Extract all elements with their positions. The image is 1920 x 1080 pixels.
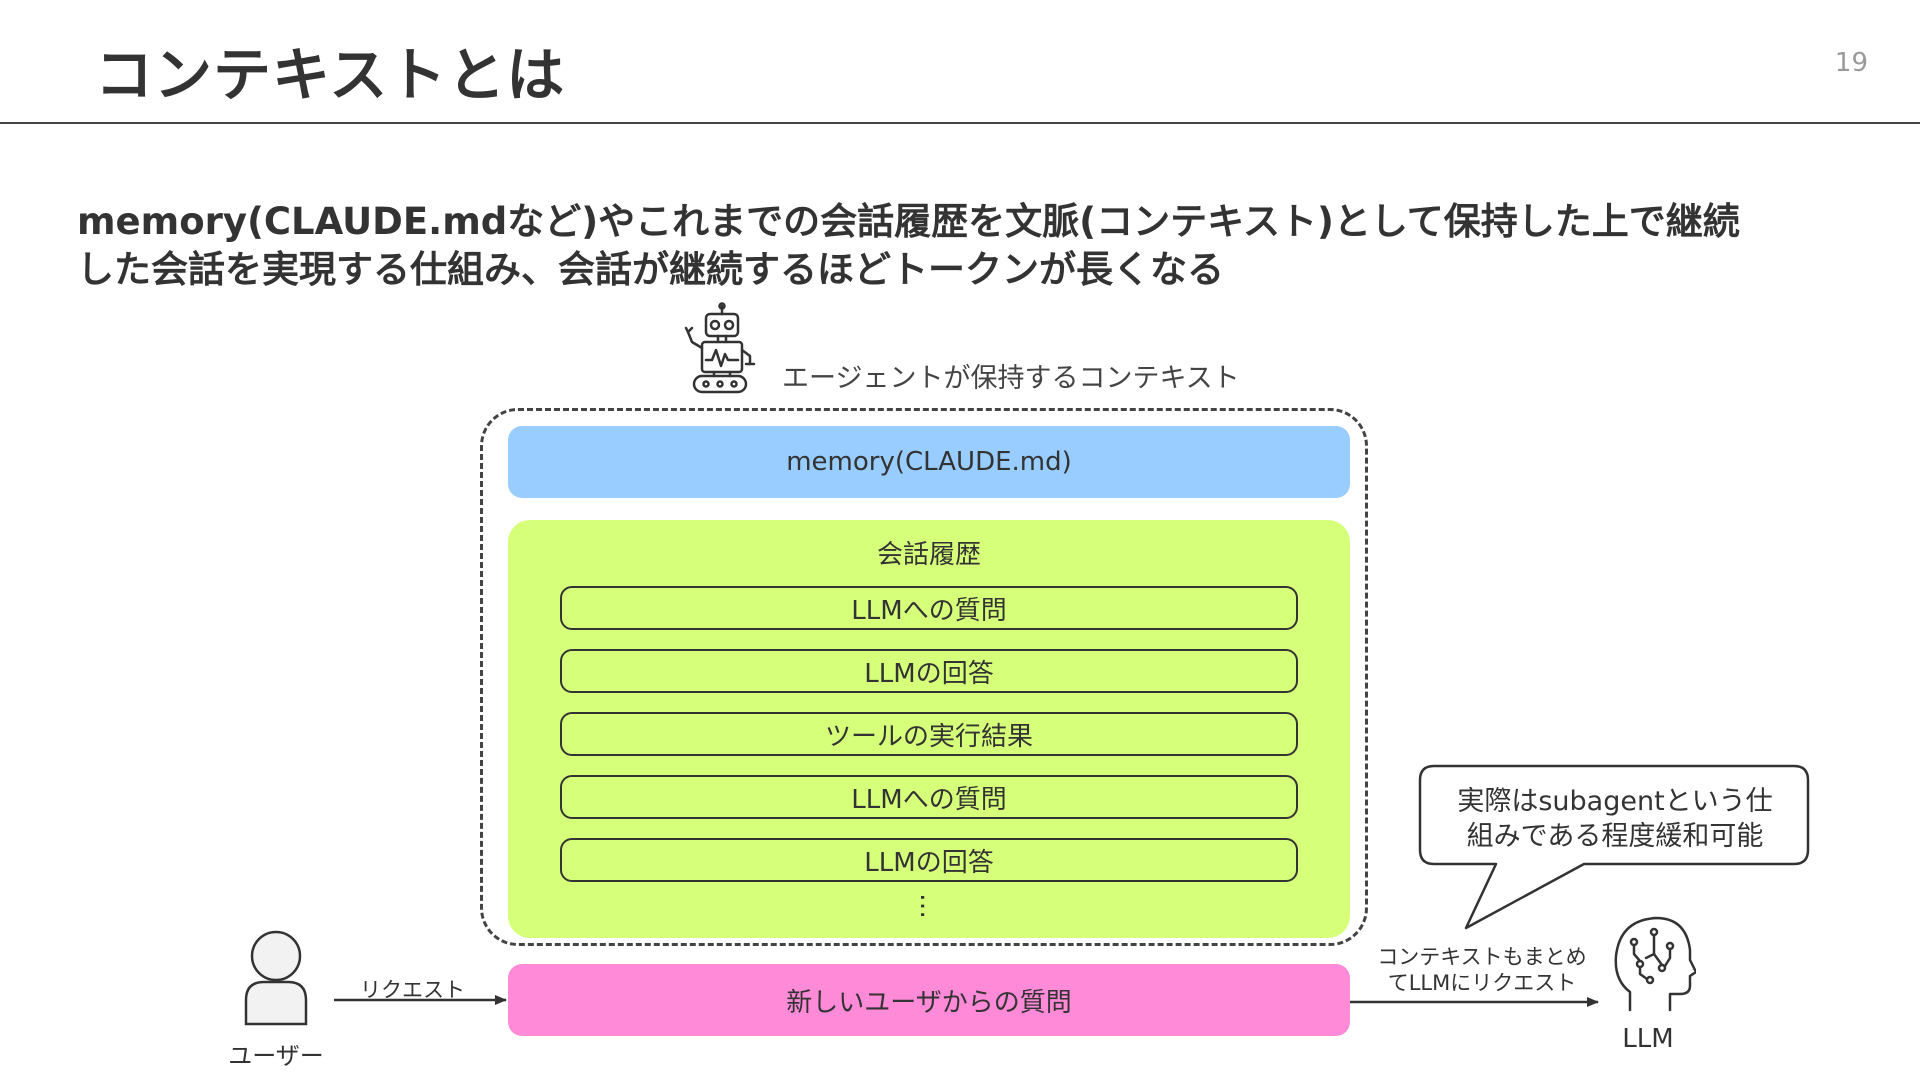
callout-bubble (1418, 764, 1810, 930)
user-icon (244, 930, 308, 1026)
memory-block: memory(CLAUDE.md) (508, 426, 1350, 498)
llm-head-icon (1614, 916, 1696, 1012)
new-question-block: 新しいユーザからの質問 (508, 964, 1350, 1036)
history-item-label: ツールの実行結果 (824, 721, 1033, 752)
history-item: ツールの実行結果 (560, 712, 1298, 756)
forward-request-label: コンテキストもまとめ てLLMにリクエスト (1364, 944, 1600, 996)
page-title: コンテキストとは (95, 41, 566, 109)
request-label: リクエスト (360, 978, 465, 1002)
history-item-label: LLMの回答 (864, 847, 994, 878)
lead-line-1: memory(CLAUDE.mdなど)やこれまでの会話履歴を文脈(コンテキスト)… (77, 200, 1740, 243)
context-frame (480, 408, 1368, 946)
history-item: LLMへの質問 (560, 586, 1298, 630)
history-item: LLMの回答 (560, 838, 1298, 882)
history-item-label: LLMへの質問 (851, 595, 1007, 626)
history-item-label: LLMへの質問 (851, 784, 1007, 815)
header-divider (0, 122, 1920, 124)
llm-label: LLM (1622, 1024, 1674, 1054)
callout-text: 実際はsubagentという仕 組みである程度緩和可能 (1430, 784, 1800, 854)
history-ellipsis: … (914, 893, 944, 919)
history-item: LLMへの質問 (560, 775, 1298, 819)
history-item-label: LLMの回答 (864, 658, 994, 689)
history-item: LLMの回答 (560, 649, 1298, 693)
memory-label: memory(CLAUDE.md) (786, 447, 1072, 477)
page-number: 19 (1834, 48, 1868, 78)
forward-label-line-1: コンテキストもまとめ (1377, 945, 1587, 969)
lead-line-2: した会話を実現する仕組み、会話が継続するほどトークンが長くなる (77, 248, 1224, 291)
robot-icon (684, 302, 756, 394)
history-title: 会話履歴 (876, 540, 981, 570)
callout-line-2: 組みである程度緩和可能 (1466, 821, 1764, 852)
conversation-history-block: 会話履歴 LLMへの質問 LLMの回答 ツールの実行結果 LLMへの質問 LLM… (508, 520, 1350, 938)
lead-text: memory(CLAUDE.mdなど)やこれまでの会話履歴を文脈(コンテキスト)… (77, 198, 1857, 294)
new-question-label: 新しいユーザからの質問 (786, 987, 1072, 1018)
user-label: ユーザー (228, 1042, 324, 1070)
callout-line-1: 実際はsubagentという仕 (1457, 786, 1773, 817)
context-label: エージェントが保持するコンテキスト (782, 363, 1240, 394)
forward-label-line-2: てLLMにリクエスト (1387, 971, 1577, 995)
